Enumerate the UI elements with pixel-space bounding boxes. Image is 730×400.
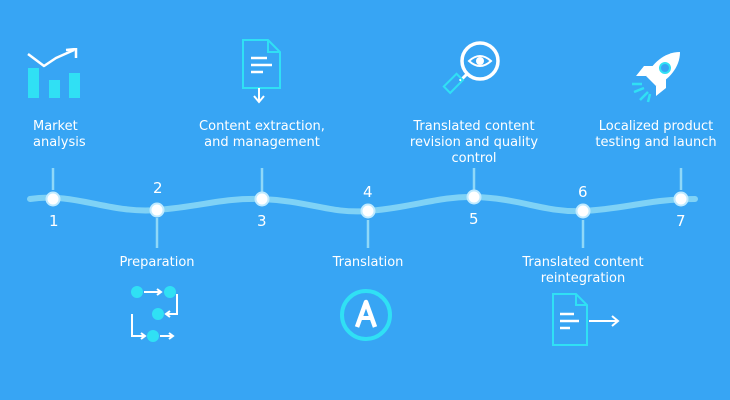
step-number-7: 7 (676, 212, 686, 230)
node-3 (254, 191, 270, 207)
step-label-7: Localized product testing and launch (595, 119, 717, 150)
rocket-icon (632, 52, 680, 103)
step-label-2: Preparation (119, 255, 195, 270)
step-label-5: Translated content revision and quality … (409, 119, 539, 166)
step-label-6: Translated content reintegration (522, 255, 644, 286)
bar-chart-trend-icon (27, 48, 80, 98)
step-number-2: 2 (153, 179, 163, 197)
flow-steps-icon (131, 286, 178, 342)
node-1 (45, 191, 61, 207)
document-download-icon (242, 39, 281, 104)
step-number-5: 5 (469, 210, 479, 228)
magnifier-eye-icon (442, 41, 500, 95)
document-export-icon (552, 293, 620, 346)
step-label-3: Content extraction, and management (199, 119, 325, 150)
step-label-4: Translation (332, 255, 404, 270)
node-4 (360, 203, 376, 219)
step-number-3: 3 (257, 212, 267, 230)
step-number-6: 6 (578, 183, 588, 201)
step-number-1: 1 (49, 212, 59, 230)
node-6 (575, 203, 591, 219)
translate-a-icon (340, 289, 392, 341)
node-2 (149, 202, 165, 218)
step-number-4: 4 (363, 183, 373, 201)
step-label-1: Market analysis (33, 119, 86, 150)
node-7 (673, 191, 689, 207)
node-5 (466, 189, 482, 205)
